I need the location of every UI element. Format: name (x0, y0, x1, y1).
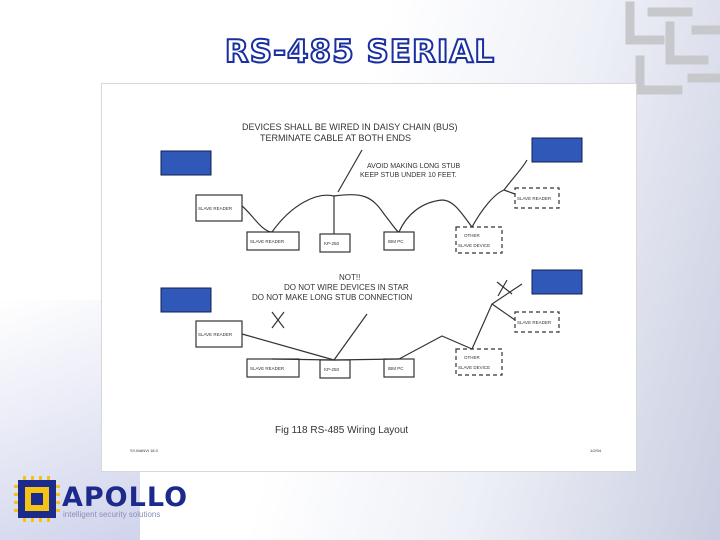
stub-note-line2: KEEP STUB UNDER 10 FEET. (360, 172, 457, 179)
device-label: SLAVE READER (517, 320, 552, 325)
figure-caption: Fig 118 RS-485 Wiring Layout (275, 425, 408, 436)
device-label: IBM PC (388, 366, 404, 371)
top-note-line1: DEVICES SHALL BE WIRED IN DAISY CHAIN (B… (242, 122, 458, 132)
bottom-note-line1: NOT!! (339, 273, 360, 282)
slide-title: RS-485 SERIAL (224, 33, 496, 71)
kp-box (319, 233, 351, 253)
device-label: SLAVE READER (250, 239, 285, 244)
device-label: KP-250 (324, 367, 340, 372)
device-label: SLAVE READER (198, 332, 233, 337)
other-device-box (455, 348, 503, 376)
apollo-chip-logo-icon (14, 476, 60, 522)
stub-note-line1: AVOID MAKING LONG STUB (367, 163, 461, 170)
slave-reader-box (514, 187, 560, 209)
slave-reader-box (195, 194, 243, 222)
logo-tagline: intelligent security solutions (63, 510, 161, 519)
footer-left: SY-MANVI 18.0 (130, 448, 159, 453)
logo-wordmark: APOLLO (62, 482, 189, 513)
device-label: SLAVE READER (250, 366, 285, 371)
top-note-line2: TERMINATE CABLE AT BOTH ENDS (260, 133, 411, 143)
device-label: OTHER (464, 355, 481, 360)
device-label: SLAVE DEVICE (458, 365, 490, 370)
bottom-note-line2: DO NOT WIRE DEVICES IN STAR (284, 283, 409, 292)
footer-right: 1/2/04 (590, 448, 602, 453)
redaction-block (160, 287, 212, 313)
redaction-block (160, 150, 212, 176)
wiring-diagram: DEVICES SHALL BE WIRED IN DAISY CHAIN (B… (102, 84, 636, 471)
bottom-note-line3: DO NOT MAKE LONG STUB CONNECTION (252, 293, 413, 302)
redaction-block (531, 269, 583, 295)
device-label: SLAVE READER (517, 196, 552, 201)
device-label: SLAVE READER (198, 206, 233, 211)
device-label: SLAVE DEVICE (458, 243, 490, 248)
redaction-block (531, 137, 583, 163)
slave-reader-box (514, 311, 560, 333)
device-label: OTHER (464, 233, 481, 238)
slave-reader-box (246, 231, 300, 251)
device-label: IBM PC (388, 239, 404, 244)
other-device-box (455, 226, 503, 254)
device-label: KP-250 (324, 241, 340, 246)
circuit-decoration-icon (625, 1, 720, 95)
